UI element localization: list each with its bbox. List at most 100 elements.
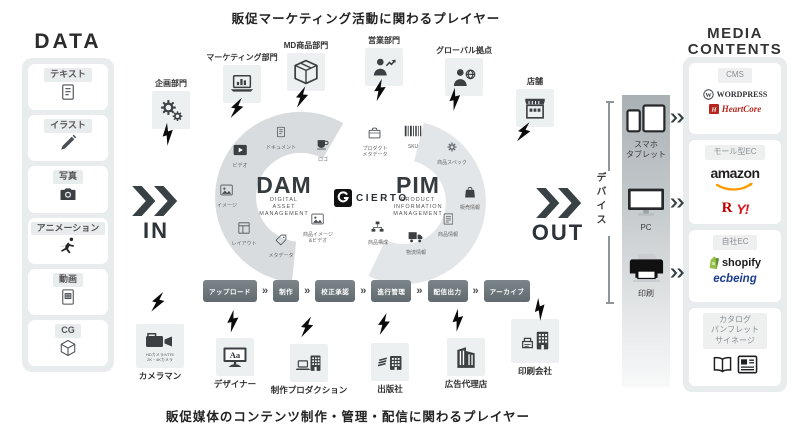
dam-item-label: イメージ — [217, 203, 237, 209]
workflow-chevron-icon: » — [416, 284, 423, 297]
workflow-step-1: アップロード — [203, 280, 257, 302]
dam-item-image: イメージ — [203, 184, 251, 209]
workflow-step-6: アーカイブ — [483, 280, 531, 302]
person-chart-icon — [371, 56, 397, 78]
player-label: 営業部門 — [368, 36, 400, 45]
player-laptop-chart: マーケティング部門 — [187, 53, 297, 104]
lightning-icon — [377, 313, 391, 335]
data-item-label: テキスト — [44, 68, 92, 82]
wordpress-wordmark: WORDPRESS — [716, 89, 768, 99]
shopify-wordmark: shopify — [721, 256, 762, 269]
player-label: 広告代理店 — [444, 379, 488, 389]
device-phone-tablet: スマホ タブレット — [616, 103, 676, 161]
pim-item-truck: 物流情報 — [392, 232, 440, 256]
lightning-icon — [149, 290, 168, 315]
dam-item-video-player: ビデオ — [216, 144, 264, 169]
player-building: 広告代理店 — [411, 338, 521, 390]
player-box-camcorder: HDカメラ/VTR/ 2K・4Kカメラ — [136, 324, 184, 368]
media-contents-heading: MEDIA CONTENTS — [687, 25, 783, 58]
data-panel-heading: DATA — [34, 30, 102, 53]
lightning-icon — [224, 309, 242, 333]
svg-text:W: W — [705, 92, 712, 99]
devices-gradient-band — [622, 95, 670, 387]
workflow-chevron-icon: » — [304, 284, 311, 297]
workflow-bar: アップロード»制作»校正承認»進行管理»配信出力»アーカイブ — [203, 280, 531, 302]
workflow-chevron-icon: » — [262, 284, 269, 297]
player-box-laptop-chart — [223, 65, 261, 104]
dam-item-layout: レイアウト — [220, 222, 268, 247]
pim-item-gear: 商品スペック — [428, 142, 476, 166]
rakuten-logo: R — [721, 200, 733, 217]
data-item-video-file: 動画 — [28, 268, 108, 315]
media-card-3: 自社EC s shopify ecbeing — [689, 230, 781, 302]
workflow-chevron-icon: » — [472, 284, 479, 297]
package-icon — [293, 59, 319, 85]
data-item-label: CG — [55, 323, 81, 338]
heartcore-wordmark: HeartCore — [721, 103, 762, 114]
svg-text:s: s — [712, 261, 715, 267]
player-store: 店舗 — [480, 77, 590, 128]
media-card-label: 自社EC — [713, 235, 757, 250]
player-person-globe: グローバル拠点 — [409, 46, 519, 97]
player-printer-building: 印刷会社 — [480, 319, 590, 377]
device-bracket-cap-top — [606, 101, 614, 103]
image-icon — [311, 212, 325, 230]
player-label: デザイナー — [213, 379, 257, 389]
player-box-building — [447, 338, 485, 376]
store-icon — [522, 95, 548, 121]
device-label-text: PC — [640, 223, 652, 232]
pim-item-label: 販売情報 — [459, 205, 480, 211]
cup-icon — [316, 137, 329, 155]
printer-icon — [628, 252, 665, 284]
dam-item-label: レイアウト — [231, 241, 257, 247]
pim-subtitle: PRODUCT INFORMATION MANAGEMENT — [393, 197, 443, 218]
doc-text-icon — [59, 83, 77, 106]
in-label: IN — [143, 218, 169, 243]
player-label: MD商品部門 — [283, 41, 329, 50]
device-bracket-cap-bottom — [606, 302, 614, 304]
pim-item-label: 商品スペック — [437, 160, 467, 166]
tag-icon — [275, 233, 287, 251]
dam-item-tag: メタデータ — [257, 234, 305, 259]
camera-icon — [59, 185, 77, 208]
yahoo-logo: Y! — [736, 200, 749, 217]
pim-item-label: プロダクト メタデータ — [362, 146, 388, 158]
device-bracket-line-bottom — [608, 236, 610, 302]
camcorder-icon — [145, 331, 175, 351]
workflow-chevron-icon: » — [360, 284, 367, 297]
wordpress-logo: W WORDPRESS — [702, 89, 768, 100]
player-box-package — [287, 53, 325, 92]
person-globe-icon — [451, 66, 477, 88]
cierto-mark-icon — [334, 189, 352, 207]
dam-item-image: 商品イメージ &ビデオ — [294, 213, 342, 244]
ecbeing-logo: ecbeing — [713, 273, 757, 285]
player-label: カメラマン — [138, 371, 182, 381]
pen-icon — [59, 134, 77, 157]
player-label: 出版社 — [377, 384, 403, 394]
image-icon — [220, 183, 234, 201]
workflow-step-3: 校正承認 — [315, 280, 356, 302]
data-item-pen: イラスト — [28, 115, 108, 162]
data-item-label: 動画 — [52, 272, 83, 287]
phone-tablet-icon — [625, 103, 667, 135]
doc-lines-icon — [443, 212, 454, 230]
books-building-icon — [377, 353, 403, 371]
laptop-chart-icon — [229, 73, 255, 95]
video-player-icon — [233, 143, 247, 161]
device-label-text: 印刷 — [638, 289, 654, 298]
player-label: 企画部門 — [155, 79, 187, 88]
device-monitor: PC — [616, 186, 676, 233]
data-item-label: アニメーション — [30, 221, 106, 236]
device-bracket-line-top — [608, 101, 610, 171]
lightning-icon — [446, 87, 465, 112]
video-file-icon — [59, 288, 77, 311]
player-note: HDカメラ/VTR/ 2K・4Kカメラ — [146, 351, 174, 362]
book-open-icon — [712, 355, 733, 379]
player-person-chart: 営業部門 — [329, 36, 439, 87]
lightning-icon — [449, 308, 468, 333]
media-card-label: CMS — [718, 68, 752, 83]
